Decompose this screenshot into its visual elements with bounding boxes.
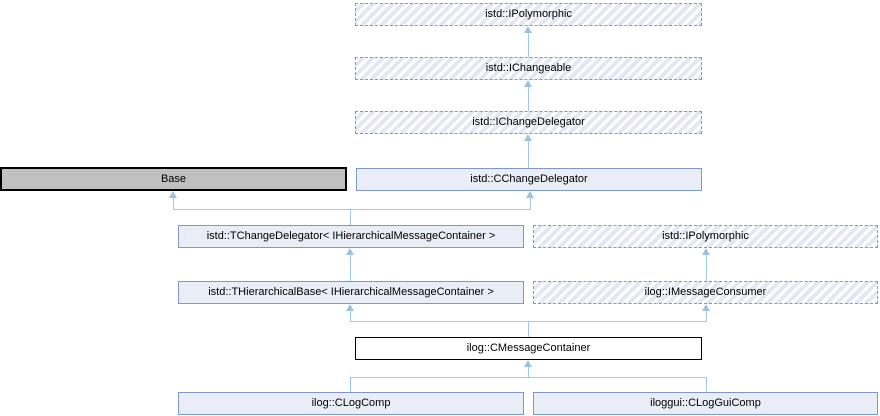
class-node-iloggui-cloggucomp[interactable]: iloggui::CLogGuiComp — [533, 392, 878, 415]
class-node-istd-tchangedelegator[interactable]: istd::TChangeDelegator< IHierarchicalMes… — [178, 225, 524, 248]
inheritance-edge — [173, 209, 531, 210]
class-node-istd-ipolymorphic-top: istd::IPolymorphic — [355, 3, 702, 26]
inheritance-edge — [530, 198, 531, 209]
class-node-ilog-cmessagecontainer: ilog::CMessageContainer — [355, 337, 702, 360]
arrowhead-icon — [346, 248, 354, 255]
inheritance-edge — [528, 321, 529, 337]
inheritance-edge — [350, 209, 351, 225]
class-node-istd-thierarchicalbase[interactable]: istd::THierarchicalBase< IHierarchicalMe… — [178, 281, 524, 304]
inheritance-edge — [528, 141, 529, 168]
class-node-label: istd::IChangeDelegator — [472, 116, 585, 128]
class-node-base: Base — [0, 167, 347, 191]
inheritance-edge — [706, 255, 707, 281]
arrowhead-icon — [526, 191, 534, 198]
class-node-label: istd::IPolymorphic — [662, 230, 749, 242]
arrowhead-icon — [524, 80, 532, 87]
arrowhead-icon — [524, 360, 532, 367]
class-node-label: istd::IChangeable — [485, 62, 572, 74]
class-node-istd-ichangeable: istd::IChangeable — [355, 57, 702, 80]
class-node-ilog-imessageconsumer: ilog::IMessageConsumer — [533, 281, 878, 304]
class-node-label: istd::THierarchicalBase< IHierarchicalMe… — [208, 286, 494, 298]
arrowhead-icon — [169, 191, 177, 198]
class-node-label: Base — [160, 172, 187, 185]
inheritance-edge — [706, 311, 707, 321]
class-node-istd-ichangedelegator: istd::IChangeDelegator — [355, 111, 702, 134]
inheritance-edge — [173, 198, 174, 209]
inheritance-edge — [706, 377, 707, 392]
inheritance-edge — [528, 367, 529, 377]
class-node-label: istd::CChangeDelegator — [470, 173, 588, 185]
class-node-label: ilog::CLogComp — [311, 397, 391, 409]
class-node-label: ilog::CMessageContainer — [466, 342, 591, 354]
inheritance-edge — [350, 377, 707, 378]
arrowhead-icon — [524, 134, 532, 141]
inheritance-edge — [528, 87, 529, 111]
arrowhead-icon — [524, 26, 532, 33]
inheritance-edge — [350, 255, 351, 281]
inheritance-edge — [350, 377, 351, 392]
class-node-ilog-clogcomp[interactable]: ilog::CLogComp — [178, 392, 524, 415]
class-node-label: iloggui::CLogGuiComp — [650, 397, 761, 409]
class-node-label: istd::IPolymorphic — [485, 8, 572, 20]
class-node-label: istd::TChangeDelegator< IHierarchicalMes… — [206, 230, 496, 242]
arrowhead-icon — [346, 304, 354, 311]
arrowhead-icon — [702, 304, 710, 311]
inheritance-edge — [350, 311, 351, 321]
arrowhead-icon — [702, 248, 710, 255]
class-node-istd-ipolymorphic-right: istd::IPolymorphic — [533, 225, 878, 248]
class-node-istd-cchangedelegator[interactable]: istd::CChangeDelegator — [356, 168, 702, 191]
class-node-label: ilog::IMessageConsumer — [644, 286, 767, 298]
inheritance-edge — [528, 33, 529, 57]
